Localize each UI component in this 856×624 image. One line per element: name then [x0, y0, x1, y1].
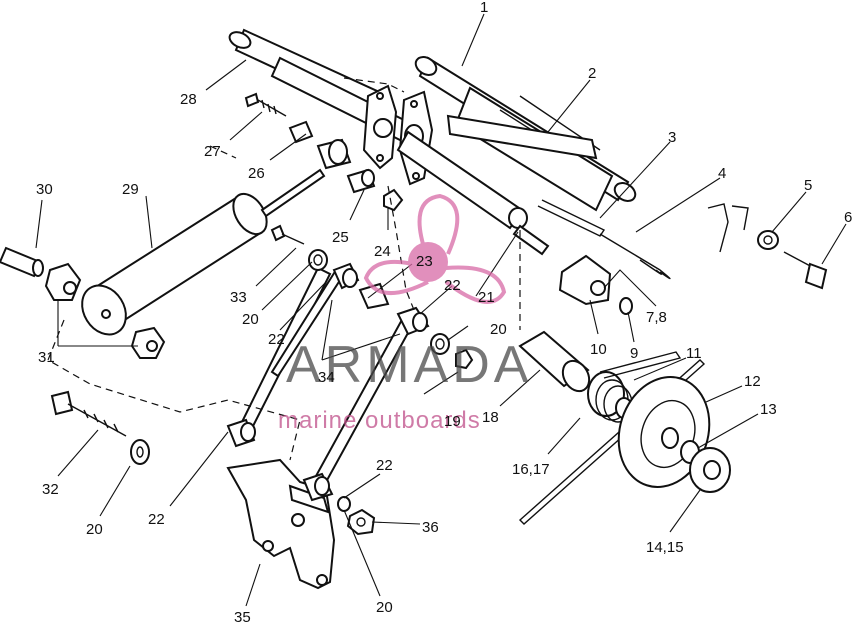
bolt-32 — [50, 390, 127, 437]
washer-20-center — [430, 333, 450, 355]
callout-4: 4 — [718, 165, 726, 182]
callout-25: 25 — [332, 229, 349, 246]
callout-9: 9 — [630, 345, 638, 362]
callout-35: 35 — [234, 609, 251, 624]
callout-31: 31 — [38, 349, 55, 366]
link-34-left — [238, 266, 346, 434]
bushing-25 — [346, 168, 376, 194]
pin-30 — [0, 246, 44, 278]
watermark-subtitle: marine outboards — [278, 407, 481, 434]
washer-14-15 — [689, 447, 731, 493]
callout-20-bottom: 20 — [376, 599, 393, 616]
washer-20-lower-right — [337, 496, 351, 512]
nut-24 — [383, 188, 404, 212]
callout-22-lower-right: 22 — [376, 457, 393, 474]
washer-20-upper-left — [308, 249, 328, 271]
bolt-6 — [783, 251, 828, 290]
bracket-5 — [707, 203, 779, 253]
bolt-33 — [270, 224, 305, 245]
bushing-22-lower-left — [226, 418, 256, 448]
assembly-lines — [47, 77, 521, 461]
adjuster-block-10 — [558, 254, 612, 306]
callout-23: 23 — [416, 253, 433, 270]
bushing-31-lower — [130, 326, 166, 359]
logo-hub — [408, 242, 448, 282]
callout-32: 32 — [42, 481, 59, 498]
callout-10: 10 — [590, 341, 607, 358]
armada-logo: ARMADA marine outboards — [278, 193, 532, 434]
callout-14-15: 14,15 — [646, 539, 684, 556]
callout-labels: 1 2 3 4 5 6 7,8 9 10 11 12 13 14,15 16,1… — [36, 0, 852, 624]
callout-2: 2 — [588, 65, 596, 82]
callout-11: 11 — [686, 345, 702, 362]
callout-12: 12 — [744, 373, 761, 390]
nut-19 — [455, 348, 474, 370]
callout-29: 29 — [122, 181, 139, 198]
bushing-31-upper — [44, 262, 82, 301]
callout-22-lower-left: 22 — [148, 511, 165, 528]
logo-propeller-shape — [363, 193, 507, 304]
shock-absorber — [81, 168, 326, 336]
spacer-26 — [288, 120, 314, 144]
bushing-22-center — [396, 306, 430, 336]
callout-22-left: 22 — [268, 331, 285, 348]
callout-28: 28 — [180, 91, 197, 108]
callout-26: 26 — [248, 165, 265, 182]
bolt-4 — [537, 199, 671, 280]
callout-3: 3 — [668, 129, 676, 146]
callout-33: 33 — [230, 289, 247, 306]
callout-22-center: 22 — [444, 277, 461, 294]
bolt-27 — [244, 92, 287, 117]
cross-tube — [396, 114, 598, 256]
callout-7-8: 7,8 — [646, 309, 667, 326]
callout-24: 24 — [374, 243, 391, 260]
washer-20-lower-left — [130, 439, 150, 465]
callout-21: 21 — [478, 289, 495, 306]
idler-shaft-18 — [518, 330, 591, 393]
callout-27: 27 — [204, 143, 221, 160]
callout-19: 19 — [444, 413, 461, 430]
callout-20-left-mid: 20 — [242, 311, 259, 328]
callout-34: 34 — [318, 369, 335, 386]
bushing-22-upper — [332, 262, 360, 290]
callout-13: 13 — [760, 401, 777, 418]
bracket-35 — [226, 458, 336, 590]
bushing-22-lower-right — [302, 472, 334, 502]
watermark-title: ARMADA — [286, 336, 532, 394]
nut-36 — [346, 508, 376, 536]
washer-9 — [619, 297, 633, 315]
callout-18: 18 — [482, 409, 499, 426]
leader-lines — [35, 13, 847, 607]
callout-5: 5 — [804, 177, 812, 194]
callout-20-lower-left: 20 — [86, 521, 103, 538]
mounting-plate-left — [362, 84, 398, 170]
callout-36: 36 — [422, 519, 439, 536]
callout-1: 1 — [480, 0, 488, 16]
callout-6: 6 — [844, 209, 852, 226]
callout-16-17: 16,17 — [512, 461, 550, 478]
shock-bushing-top — [316, 138, 352, 170]
callout-30: 30 — [36, 181, 53, 198]
callout-20-center: 20 — [490, 321, 507, 338]
